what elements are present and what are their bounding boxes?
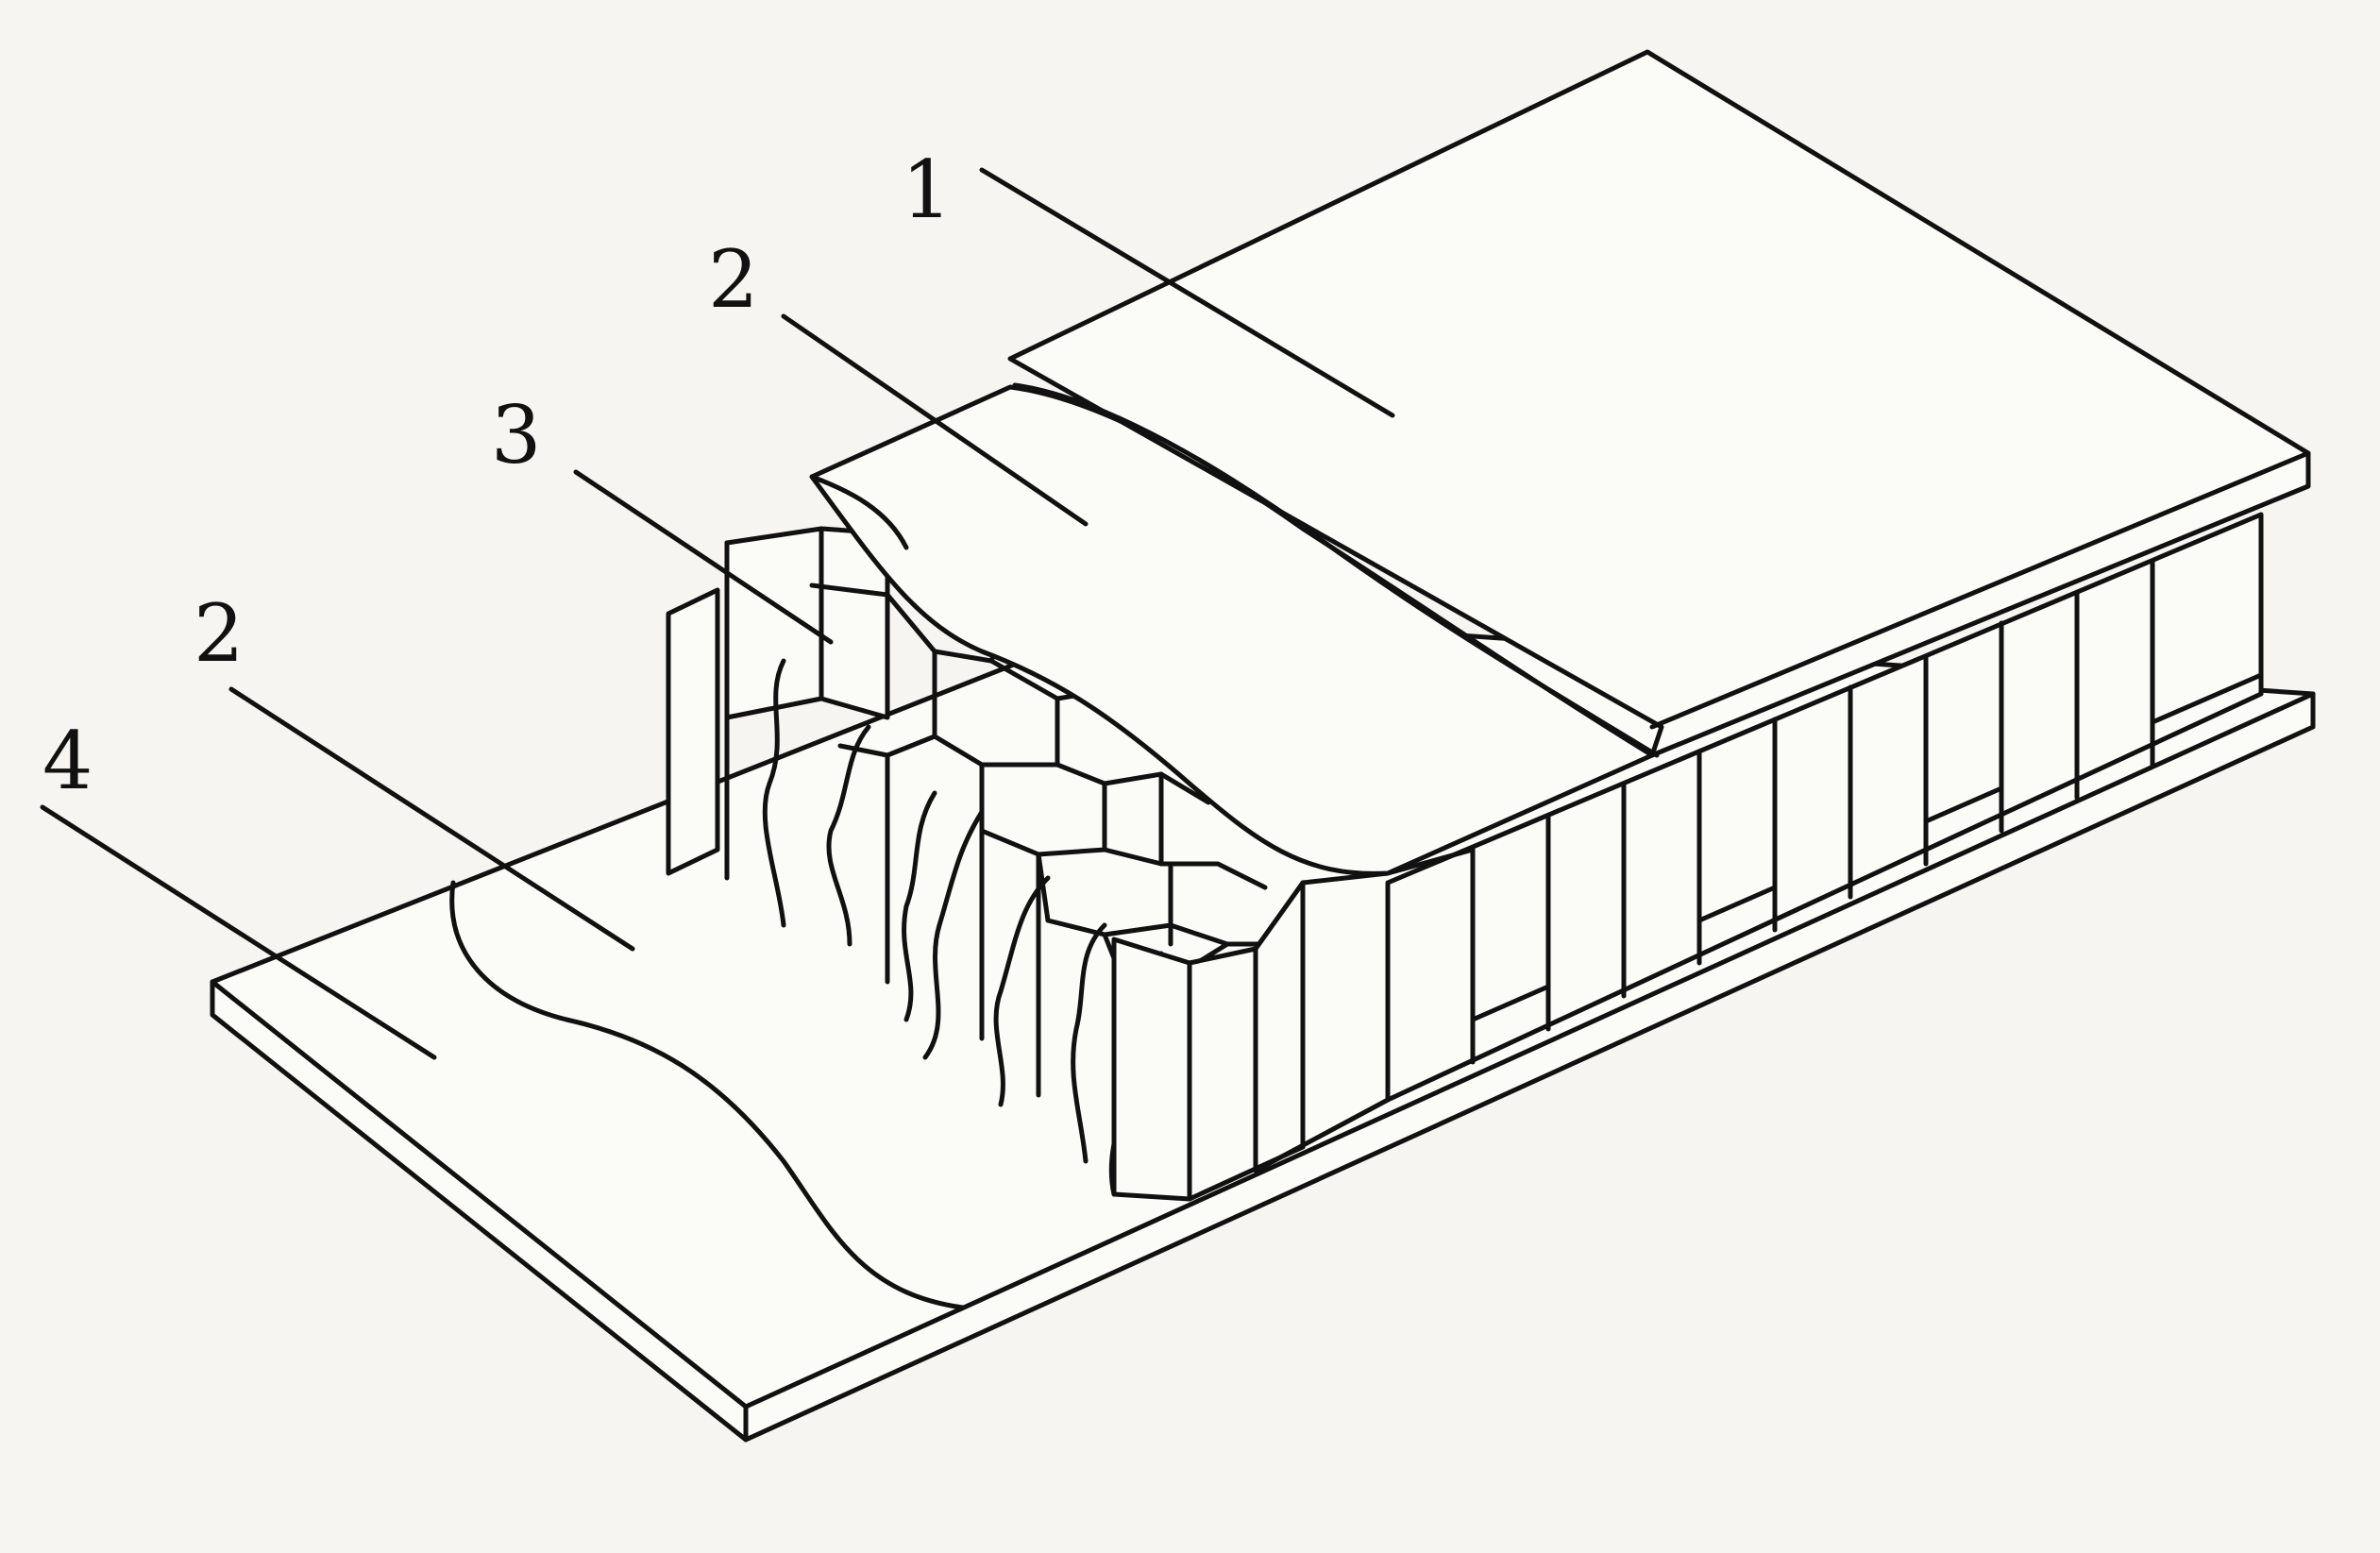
part-labels: 1 2 3 2 4	[42, 143, 952, 807]
label-3: 3	[491, 389, 541, 481]
leader-lines	[40, 167, 1395, 1060]
leader-line-2-bottom	[228, 686, 635, 952]
side-honeycomb-core	[1385, 512, 2264, 1103]
bottom-adhesive-edge	[449, 880, 966, 1310]
top-face-sheet	[1007, 49, 2311, 758]
label-4: 4	[42, 715, 93, 807]
label-2-bottom: 2	[194, 587, 244, 680]
leader-line-1	[979, 167, 1395, 418]
leader-line-4	[40, 804, 437, 1060]
adhesive-torn-edge	[809, 474, 909, 550]
honeycomb-core-cells	[666, 526, 1476, 1202]
leader-line-3	[573, 469, 834, 645]
label-1: 1	[902, 143, 952, 236]
label-2-top: 2	[708, 233, 758, 326]
leader-line-2-top	[781, 313, 1089, 527]
